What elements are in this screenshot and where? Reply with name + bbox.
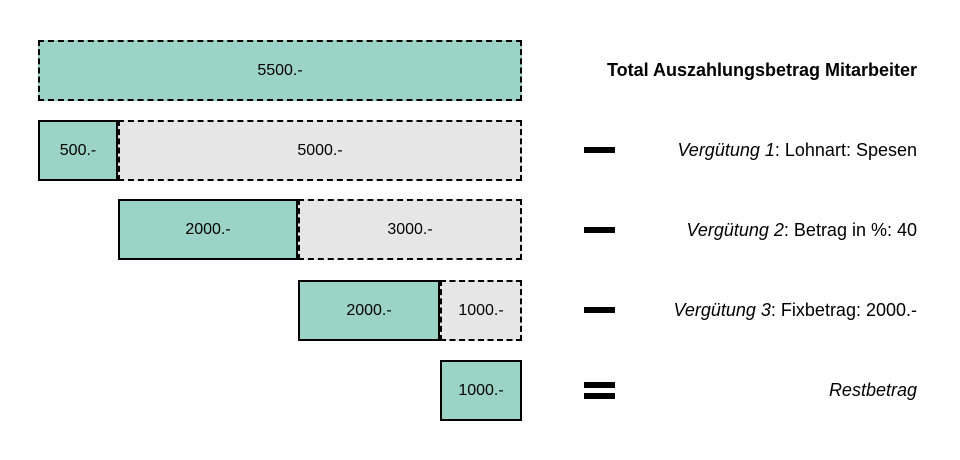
verguetung3-applied-bar: 2000.- [298, 280, 440, 341]
legend-row-restbetrag: Restbetrag [829, 380, 917, 400]
rest-amount-bar: 1000.- [440, 360, 522, 421]
legend-detail: : Betrag in %: 40 [783, 220, 917, 240]
verguetung2-remainder-bar: 3000.- [298, 199, 522, 260]
legend-detail: : Fixbetrag: 2000.- [770, 300, 917, 320]
legend-term: Restbetrag [828, 380, 917, 400]
legend-row-verguetung3: Vergütung 3: Fixbetrag: 2000.- [674, 300, 918, 320]
legend-term: Vergütung 3 [673, 300, 771, 320]
legend-row-verguetung2: Vergütung 2: Betrag in %: 40 [687, 220, 918, 240]
minus-icon [584, 307, 615, 313]
verguetung2-applied-bar: 2000.- [118, 199, 298, 260]
total-amount-bar: 5500.- [38, 40, 522, 101]
verguetung3-remainder-bar: 1000.- [440, 280, 522, 341]
verguetung1-applied-bar: 500.- [38, 120, 118, 181]
verguetung1-remainder-bar: 5000.- [118, 120, 522, 181]
legend-row-verguetung1: Vergütung 1: Lohnart: Spesen [677, 140, 917, 160]
equals-icon [584, 382, 615, 388]
legend-detail: : Lohnart: Spesen [774, 140, 917, 160]
minus-icon [584, 147, 615, 153]
minus-icon [584, 227, 615, 233]
equals-icon [584, 393, 615, 399]
diagram-title: Total Auszahlungsbetrag Mitarbeiter [606, 60, 917, 80]
legend-term: Vergütung 1 [677, 140, 775, 160]
legend-term: Vergütung 2 [686, 220, 784, 240]
